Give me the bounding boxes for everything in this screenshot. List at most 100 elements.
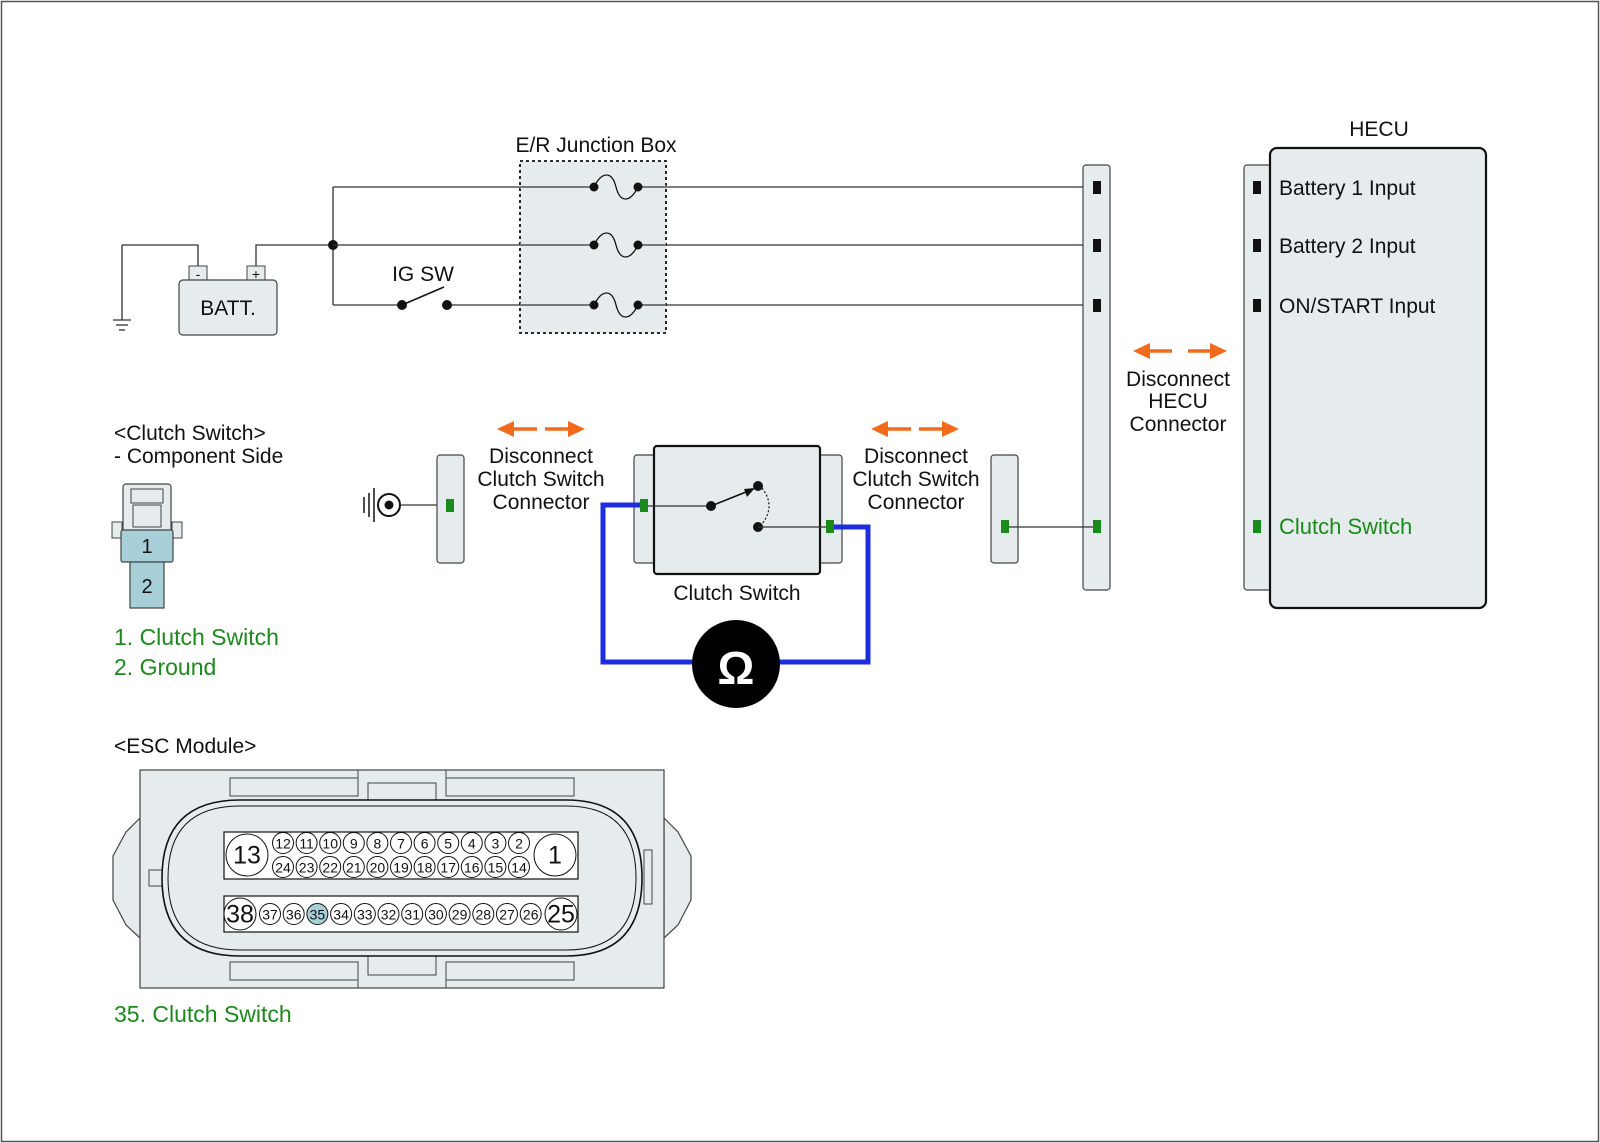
- hecu-harness-connector: [1082, 164, 1111, 591]
- esc-pin-25-circle: [544, 897, 578, 931]
- esc-pin-36: 36: [286, 907, 302, 923]
- esc-pin-28: 28: [476, 907, 492, 923]
- esc-pin-16: 16: [464, 860, 480, 876]
- esc-pin-13-circle: [225, 833, 269, 877]
- esc-pin-26: 26: [523, 907, 539, 923]
- esc-pin-38: 38: [226, 901, 254, 929]
- ig-switch-label: IG SW: [392, 263, 454, 286]
- disconnect-right-label-1: Disconnect: [864, 445, 968, 468]
- clutch-switch-label: Clutch Switch: [673, 582, 800, 605]
- esc-pin-38-circle: [223, 897, 257, 931]
- esc-pin-7: 7: [397, 836, 405, 852]
- disconnect-hecu-label-3: Connector: [1130, 413, 1227, 436]
- esc-pin-15-circle: [484, 856, 507, 878]
- esc-pin-20: 20: [370, 860, 386, 876]
- esc-pin-24: 24: [275, 860, 291, 876]
- esc-pin-12: 12: [275, 836, 291, 852]
- esc-pin-30-circle: [424, 903, 447, 925]
- disconnect-left-label-3: Connector: [493, 491, 590, 514]
- disconnect-left-arrows: [497, 421, 585, 437]
- esc-pin-18: 18: [417, 860, 433, 876]
- esc-pin-17: 17: [440, 860, 456, 876]
- esc-pin-35-circle: [306, 903, 329, 925]
- esc-pin-1-circle: [533, 833, 577, 877]
- esc-pin-6: 6: [421, 836, 429, 852]
- hecu-title: HECU: [1349, 118, 1409, 141]
- clutch-switch-component: Clutch Switch: [633, 444, 843, 605]
- battery-pos-label: +: [252, 266, 260, 282]
- esc-pin-11: 11: [299, 836, 314, 852]
- esc-pin-14-circle: [508, 856, 530, 878]
- disconnect-right-arrows: [871, 421, 959, 437]
- hecu-side-connector: [990, 454, 1093, 564]
- esc-pin-12-circle: [272, 832, 294, 854]
- esc-pin-9-circle: [342, 832, 365, 854]
- esc-pin-37-circle: [259, 903, 281, 925]
- esc-pin-32: 32: [381, 907, 397, 923]
- junction-box-title: E/R Junction Box: [515, 134, 677, 157]
- esc-pin-29-circle: [448, 903, 471, 925]
- clutch-connector-subtitle: - Component Side: [114, 445, 283, 468]
- clutch-legend-2: 2. Ground: [114, 654, 216, 680]
- esc-pin-15: 15: [488, 860, 504, 876]
- esc-connector-body: [112, 769, 692, 989]
- esc-pin-19: 19: [393, 860, 409, 876]
- esc-pin-11-circle: [295, 832, 318, 854]
- hecu-pin-onstart: ON/START Input: [1279, 295, 1436, 318]
- esc-pin-33-circle: [353, 903, 376, 925]
- esc-pin-10: 10: [322, 836, 338, 852]
- esc-pin-26-circle: [519, 903, 542, 925]
- junction-box: E/R Junction Box: [515, 134, 677, 334]
- esc-pin-21: 21: [346, 860, 362, 876]
- hecu-pin-clutch: Clutch Switch: [1279, 514, 1412, 539]
- esc-pin-3-circle: [484, 832, 507, 854]
- esc-pin-24-circle: [272, 856, 294, 878]
- ignition-switch: IG SW: [392, 263, 454, 310]
- disconnect-hecu-label-1: Disconnect: [1126, 368, 1230, 391]
- esc-pin-7-circle: [390, 832, 412, 854]
- hecu-pin-battery1: Battery 1 Input: [1279, 177, 1416, 200]
- esc-pin-5-circle: [437, 832, 460, 854]
- esc-pin-31-circle: [401, 903, 424, 925]
- esc-pin-13: 13: [233, 842, 261, 870]
- esc-pin-34: 34: [333, 907, 349, 923]
- disconnect-left-label-1: Disconnect: [489, 445, 593, 468]
- esc-pin-35: 35: [310, 907, 326, 923]
- esc-pin-25: 25: [547, 901, 575, 929]
- clutch-connector-pin2: 2: [141, 576, 152, 598]
- esc-legend: 35. Clutch Switch: [114, 1001, 292, 1027]
- esc-pin-9: 9: [350, 836, 358, 852]
- hecu-module: HECU Battery 1 Input Battery 2 Input ON/…: [1243, 118, 1488, 610]
- clutch-connector-shape: 1 2: [111, 483, 183, 609]
- disconnect-right-label-3: Connector: [868, 491, 965, 514]
- esc-pin-29: 29: [452, 907, 468, 923]
- esc-pin-2-circle: [508, 832, 530, 854]
- esc-pin-2: 2: [515, 836, 523, 852]
- ground-side-connector: [436, 454, 465, 564]
- esc-pin-33: 33: [357, 907, 373, 923]
- esc-pin-16-circle: [460, 856, 483, 878]
- esc-pin-23: 23: [299, 860, 315, 876]
- esc-pin-20-circle: [366, 856, 389, 878]
- disconnect-right-label-2: Clutch Switch: [852, 468, 979, 491]
- esc-pin-22: 22: [322, 860, 338, 876]
- esc-pin-8: 8: [374, 836, 382, 852]
- esc-pin-34-circle: [330, 903, 353, 925]
- esc-pin-1: 1: [548, 842, 562, 870]
- esc-pin-4: 4: [468, 836, 476, 852]
- disconnect-hecu-arrows: [1133, 343, 1227, 359]
- esc-pin-18-circle: [413, 856, 436, 878]
- esc-pin-5: 5: [444, 836, 452, 852]
- ohmmeter-icon: Ω: [692, 620, 780, 708]
- esc-pin-10-circle: [319, 832, 342, 854]
- test-lead-right: [778, 524, 871, 665]
- esc-pin-30: 30: [428, 907, 444, 923]
- test-lead-left: [600, 502, 700, 665]
- ground-icon: [113, 245, 131, 331]
- esc-module-title: <ESC Module>: [114, 735, 256, 758]
- disconnect-hecu-label-2: HECU: [1148, 390, 1208, 413]
- esc-pin-23-circle: [295, 856, 318, 878]
